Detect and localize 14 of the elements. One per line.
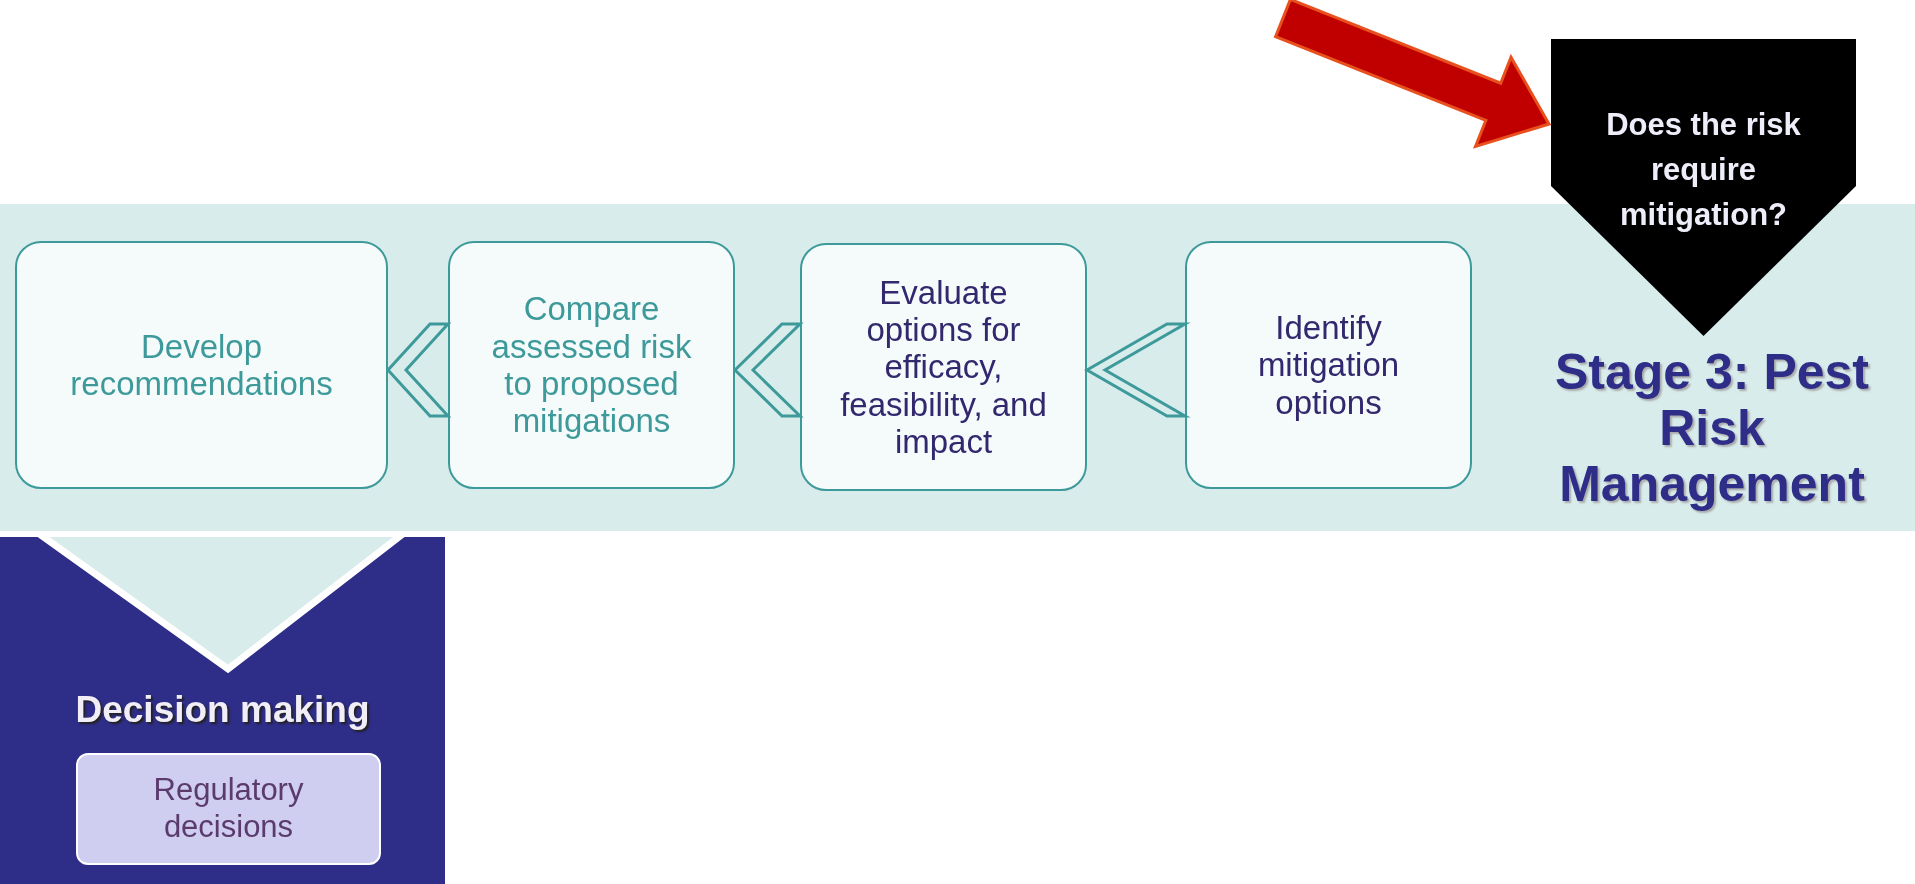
question-text: Does the risk require mitigation? <box>1605 106 1802 234</box>
process-box: Compare assessed risk to proposed mitigations <box>448 241 735 489</box>
panel-heading: Decision making <box>74 689 371 731</box>
result-box: Regulatory decisions <box>76 753 381 865</box>
process-box: Develop recommendations <box>15 241 388 489</box>
stage-band <box>0 204 1915 531</box>
process-box: Identify mitigation options <box>1185 241 1472 489</box>
chevron-arrow <box>385 322 452 418</box>
chevron-arrow <box>1084 322 1191 418</box>
block-arrow <box>1273 0 1552 149</box>
process-box: Evaluate options for efficacy, feasibility, and impact <box>800 243 1087 491</box>
decision-panel <box>0 537 445 884</box>
chevron-arrow <box>732 322 804 418</box>
stage-heading: Stage 3: Pest Risk Management <box>1554 344 1870 512</box>
